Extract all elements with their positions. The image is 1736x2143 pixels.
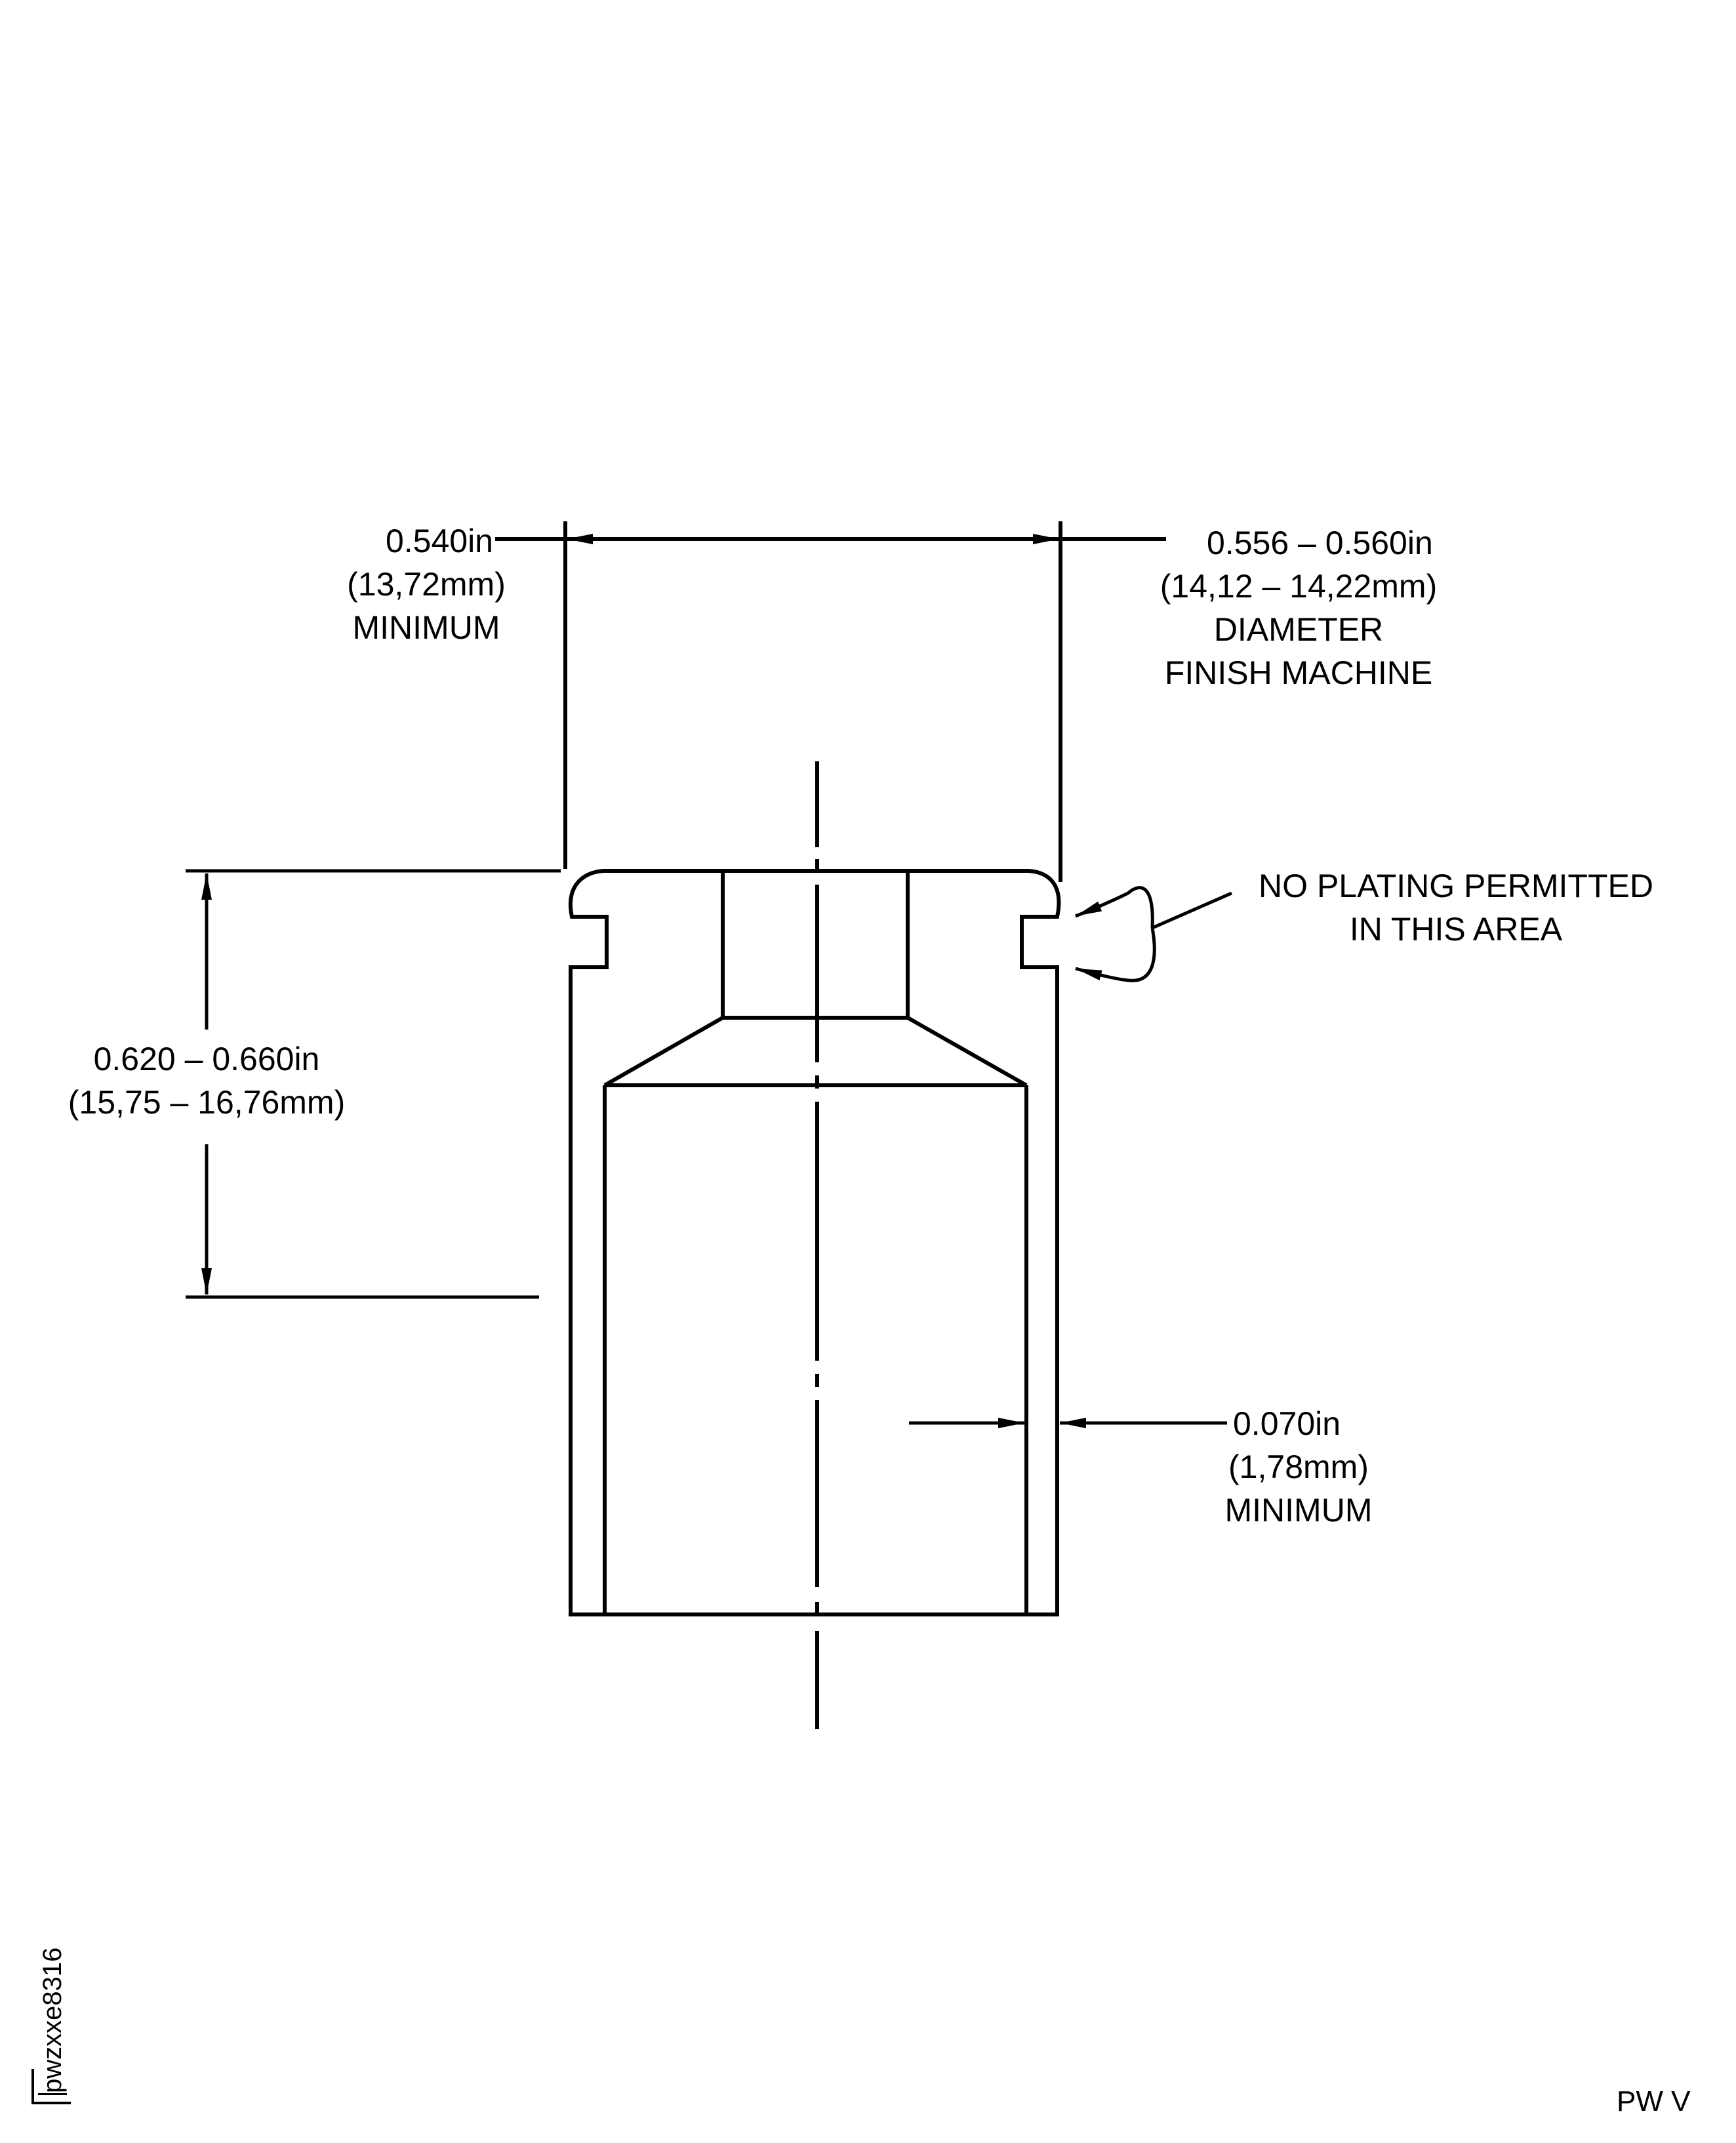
finish-diameter-label: 0.556 – 0.560in (14,12 – 14,22mm) DIAMET… [1128,521,1469,694]
no-plating-note: NO PLATING PERMITTED IN THIS AREA [1233,864,1679,951]
height-inch: 0.620 – 0.660in [93,1041,320,1077]
diameter-dimension [495,521,1166,882]
wall-thickness-qualifier: MINIMUM [1224,1492,1373,1529]
figure-id: pwzxxe8316 [38,1947,67,2095]
cone-right [906,1016,1028,1087]
height-label: 0.620 – 0.660in (15,75 – 16,76mm) [46,1037,367,1124]
height-mm: (15,75 – 16,76mm) [68,1084,346,1121]
no-plating-line2: IN THIS AREA [1349,911,1563,948]
left-outer-profile [569,869,1061,1616]
no-plating-leader [1075,886,1233,982]
min-diameter-label: 0.540in (13,72mm) MINIMUM [328,519,525,649]
min-diameter-qualifier: MINIMUM [352,609,500,646]
finish-diameter-inch: 0.556 – 0.560in [1207,525,1433,561]
min-diameter-inch: 0.540in [385,523,493,559]
min-diameter-mm: (13,72mm) [347,566,506,603]
no-plating-line1: NO PLATING PERMITTED [1259,868,1653,904]
figure-id-bracket [31,2069,71,2104]
finish-diameter-mm: (14,12 – 14,22mm) [1160,568,1438,605]
cone-left [603,1016,724,1087]
wall-thickness-label: 0.070in (1,78mm) MINIMUM [1207,1402,1390,1532]
wall-thickness-inch: 0.070in [1233,1405,1341,1442]
wall-thickness-mm: (1,78mm) [1228,1449,1369,1485]
part-outline [569,869,1061,1616]
source-label: PW V [1617,2085,1691,2117]
finish-diameter-note: FINISH MACHINE [1164,654,1433,691]
height-dimension [186,869,561,1299]
finish-diameter-qualifier: DIAMETER [1213,611,1384,648]
